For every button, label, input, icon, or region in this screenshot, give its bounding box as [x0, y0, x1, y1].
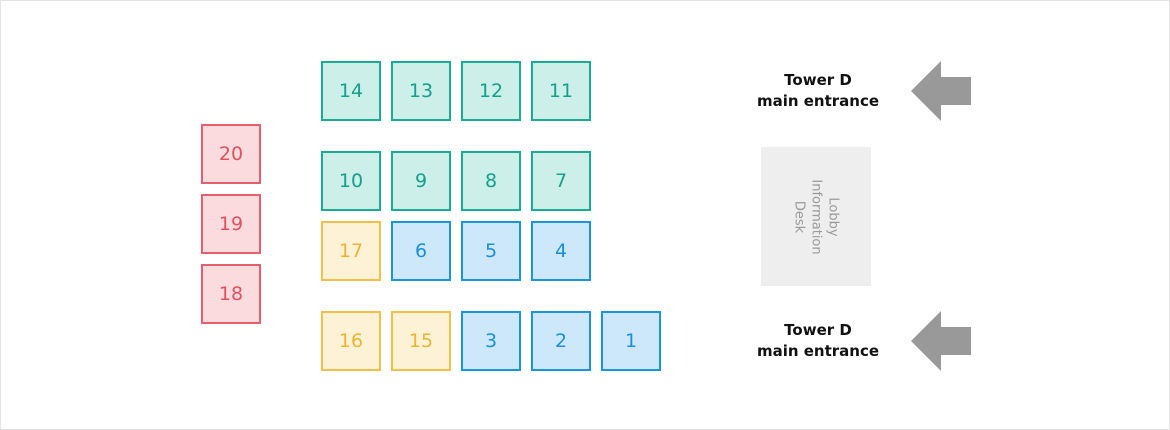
entrance-label-line1: Tower D: [784, 321, 852, 339]
entrance-label-line2: main entrance: [756, 92, 880, 110]
desk-label-line3: Desk: [791, 200, 807, 233]
booth-8[interactable]: 8: [461, 151, 521, 211]
booth-16[interactable]: 16: [321, 311, 381, 371]
lobby-information-desk: Lobby Information Desk: [761, 147, 871, 286]
entrance-label-top: Tower D main entrance: [733, 70, 903, 112]
booth-20[interactable]: 20: [201, 124, 261, 184]
booth-17[interactable]: 17: [321, 221, 381, 281]
booth-2[interactable]: 2: [531, 311, 591, 371]
booth-11[interactable]: 11: [531, 61, 591, 121]
entrance-label-line2: main entrance: [756, 342, 880, 360]
booth-9[interactable]: 9: [391, 151, 451, 211]
booth-3[interactable]: 3: [461, 311, 521, 371]
booth-14[interactable]: 14: [321, 61, 381, 121]
booth-15[interactable]: 15: [391, 311, 451, 371]
booth-4[interactable]: 4: [531, 221, 591, 281]
booth-13[interactable]: 13: [391, 61, 451, 121]
entrance-label-line1: Tower D: [784, 71, 852, 89]
booth-18[interactable]: 18: [201, 264, 261, 324]
booth-10[interactable]: 10: [321, 151, 381, 211]
booth-7[interactable]: 7: [531, 151, 591, 211]
booth-1[interactable]: 1: [601, 311, 661, 371]
booth-19[interactable]: 19: [201, 194, 261, 254]
booth-5[interactable]: 5: [461, 221, 521, 281]
desk-label-line2: Information: [808, 178, 824, 255]
booth-6[interactable]: 6: [391, 221, 451, 281]
arrow-left-icon: [911, 311, 971, 371]
entrance-label-bottom: Tower D main entrance: [733, 320, 903, 362]
booth-12[interactable]: 12: [461, 61, 521, 121]
arrow-left-icon: [911, 61, 971, 121]
desk-label-line1: Lobby: [825, 196, 841, 237]
